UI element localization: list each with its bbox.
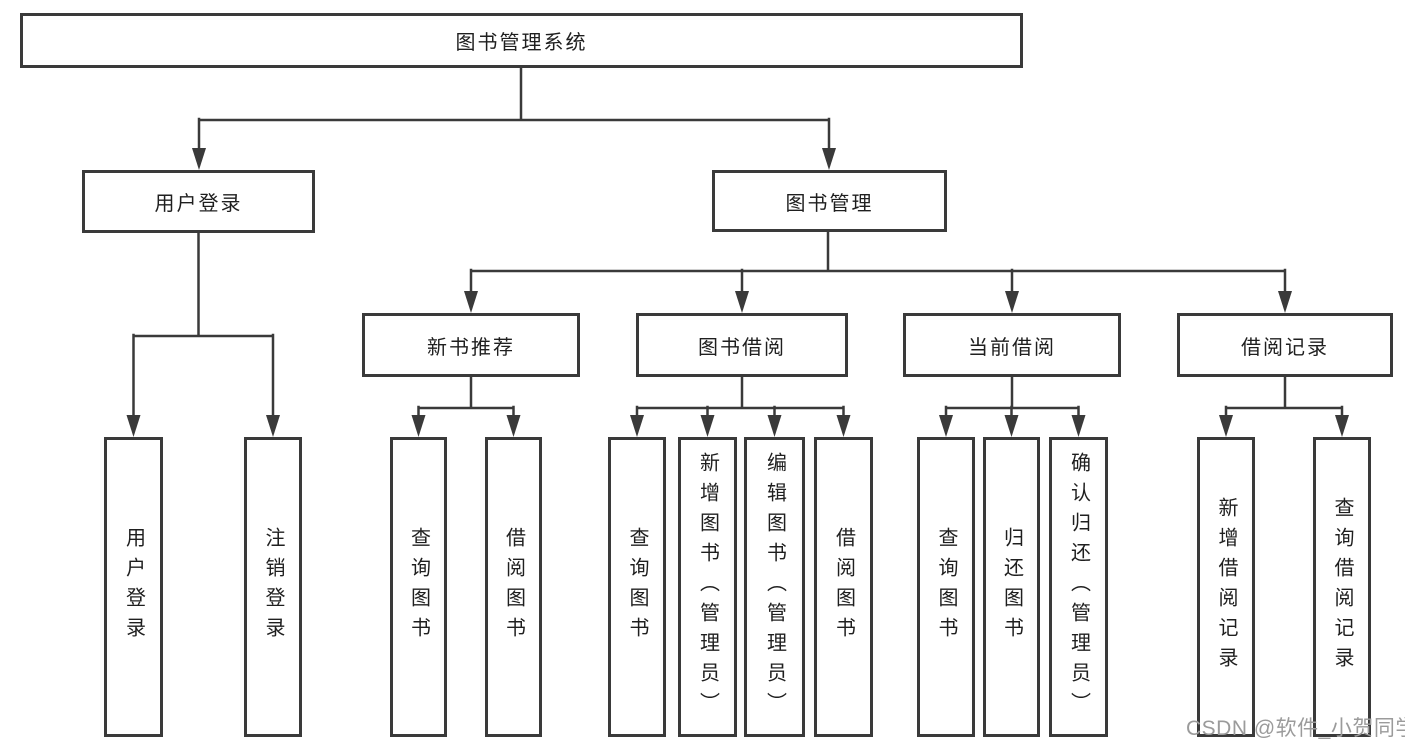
leaf-confirm-return-admin-label: 确认归还（管理员） bbox=[1067, 452, 1090, 722]
node-book-management-label: 图书管理 bbox=[785, 192, 874, 215]
node-root-label: 图书管理系统 bbox=[455, 32, 588, 54]
node-new-book-recommend-label: 新书推荐 bbox=[427, 336, 515, 359]
node-current-borrow-label: 当前借阅 bbox=[968, 336, 1056, 359]
leaf-query-books-borrow-label: 查询图书 bbox=[626, 527, 648, 647]
leaf-borrow-books-recommend: 借阅图书 bbox=[485, 437, 542, 737]
leaf-add-book-admin: 新增图书（管理员） bbox=[678, 437, 737, 737]
connector-book-management-to-level3 bbox=[464, 230, 1292, 313]
connector-book-borrow-to-leaves bbox=[630, 375, 851, 437]
leaf-logout-label: 注销登录 bbox=[262, 527, 284, 647]
leaf-add-book-admin-label: 新增图书（管理员） bbox=[696, 452, 719, 722]
leaf-return-book-label: 归还图书 bbox=[1000, 527, 1023, 647]
leaf-query-books-borrow: 查询图书 bbox=[608, 437, 666, 737]
node-borrow-records-label: 借阅记录 bbox=[1241, 336, 1329, 359]
node-root: 图书管理系统 bbox=[20, 13, 1023, 68]
node-book-borrow-label: 图书借阅 bbox=[698, 336, 786, 359]
node-book-management: 图书管理 bbox=[712, 170, 947, 232]
connector-current-borrow-to-leaves bbox=[939, 375, 1086, 437]
node-user-login: 用户登录 bbox=[82, 170, 315, 233]
leaf-query-books-current-label: 查询图书 bbox=[935, 527, 957, 647]
leaf-edit-book-admin: 编辑图书（管理员） bbox=[744, 437, 805, 737]
csdn-watermark: CSDN @软件_小贺同学 bbox=[1186, 717, 1405, 740]
leaf-borrow-books-recommend-label: 借阅图书 bbox=[502, 527, 525, 647]
leaf-edit-book-admin-label: 编辑图书（管理员） bbox=[763, 452, 786, 722]
connector-root-to-level2 bbox=[192, 66, 836, 170]
leaf-borrow-books-label: 借阅图书 bbox=[832, 527, 855, 647]
node-user-login-label: 用户登录 bbox=[154, 193, 243, 215]
leaf-borrow-books: 借阅图书 bbox=[814, 437, 873, 737]
leaf-user-login: 用户登录 bbox=[104, 437, 163, 737]
connector-new-book-to-leaves bbox=[411, 375, 521, 437]
node-current-borrow: 当前借阅 bbox=[903, 313, 1121, 377]
leaf-add-borrow-record-label: 新增借阅记录 bbox=[1215, 497, 1237, 677]
node-borrow-records: 借阅记录 bbox=[1177, 313, 1393, 377]
leaf-logout: 注销登录 bbox=[244, 437, 302, 737]
leaf-user-login-label: 用户登录 bbox=[122, 527, 145, 647]
leaf-query-books-current: 查询图书 bbox=[917, 437, 975, 737]
connector-user-login-to-leaves bbox=[126, 231, 280, 437]
connector-borrow-records-to-leaves bbox=[1219, 375, 1349, 437]
leaf-query-books-recommend: 查询图书 bbox=[390, 437, 447, 737]
leaf-return-book: 归还图书 bbox=[983, 437, 1040, 737]
node-book-borrow: 图书借阅 bbox=[636, 313, 848, 377]
leaf-query-borrow-record-label: 查询借阅记录 bbox=[1331, 497, 1353, 677]
node-new-book-recommend: 新书推荐 bbox=[362, 313, 580, 377]
leaf-add-borrow-record: 新增借阅记录 bbox=[1197, 437, 1255, 737]
leaf-query-borrow-record: 查询借阅记录 bbox=[1313, 437, 1371, 737]
leaf-confirm-return-admin: 确认归还（管理员） bbox=[1049, 437, 1108, 737]
leaf-query-books-recommend-label: 查询图书 bbox=[407, 527, 430, 647]
